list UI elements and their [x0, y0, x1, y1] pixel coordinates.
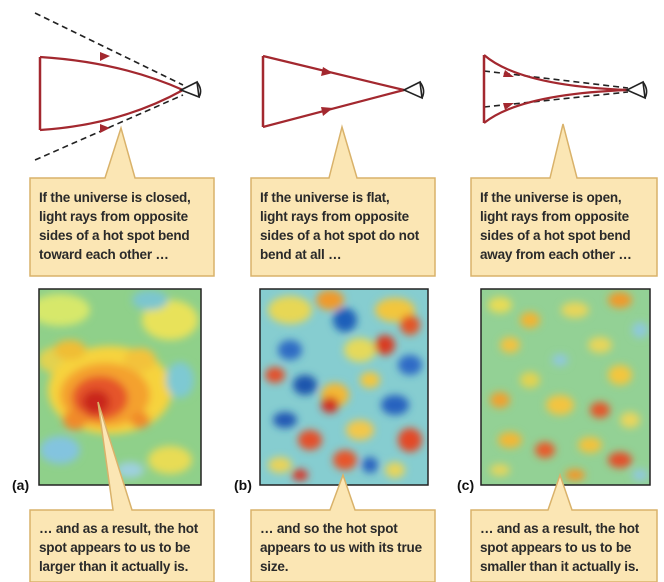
light-ray-top [39, 55, 184, 92]
panel-label-c: (c) [455, 476, 477, 494]
ray-diagram-flat [261, 54, 425, 129]
light-ray-bottom [262, 88, 405, 129]
eye-icon [402, 80, 425, 100]
callout-bottom-b [250, 472, 436, 582]
cmb-map-open [480, 288, 651, 486]
caption-open: If the universe is open, light rays from… [480, 190, 632, 262]
caption-flat: If the universe is flat, light rays from… [260, 190, 420, 262]
result-open: … and as a result, the hot spot appears … [480, 521, 640, 574]
arrow-head-bottom [321, 107, 333, 116]
panel-label-b: (b) [232, 476, 254, 494]
light-ray-bottom [483, 88, 629, 124]
cmb-map-closed [38, 288, 202, 486]
result-flat: … and so the hot spot appears to us with… [260, 521, 422, 574]
ray-diagram-open [482, 54, 648, 124]
light-ray-top [483, 54, 629, 92]
arrow-head-bottom [503, 103, 514, 110]
callout-top-a [29, 125, 215, 277]
arrow-head-top [321, 67, 333, 76]
eye-icon [625, 80, 648, 100]
callout-top-b [250, 124, 436, 277]
callout-bottom-a [29, 401, 215, 582]
callout-bottom-c [470, 472, 658, 582]
arrow-head-top [503, 70, 514, 77]
result-closed: … and as a result, the hot spot appears … [39, 521, 199, 574]
light-ray-top [262, 54, 405, 92]
callout-top-c [470, 123, 658, 277]
eye-icon [179, 80, 202, 99]
caption-closed: If the universe is closed, light rays fr… [39, 190, 191, 262]
apparent-ray-bottom [34, 94, 184, 161]
apparent-ray-top [34, 12, 184, 86]
panel-label-a: (a) [10, 476, 32, 494]
arrow-head-top [100, 52, 110, 61]
ray-diagram-closed [34, 12, 202, 161]
light-ray-bottom [39, 89, 184, 132]
arrow-head-bottom [100, 124, 110, 133]
cmb-map-flat [259, 288, 429, 486]
